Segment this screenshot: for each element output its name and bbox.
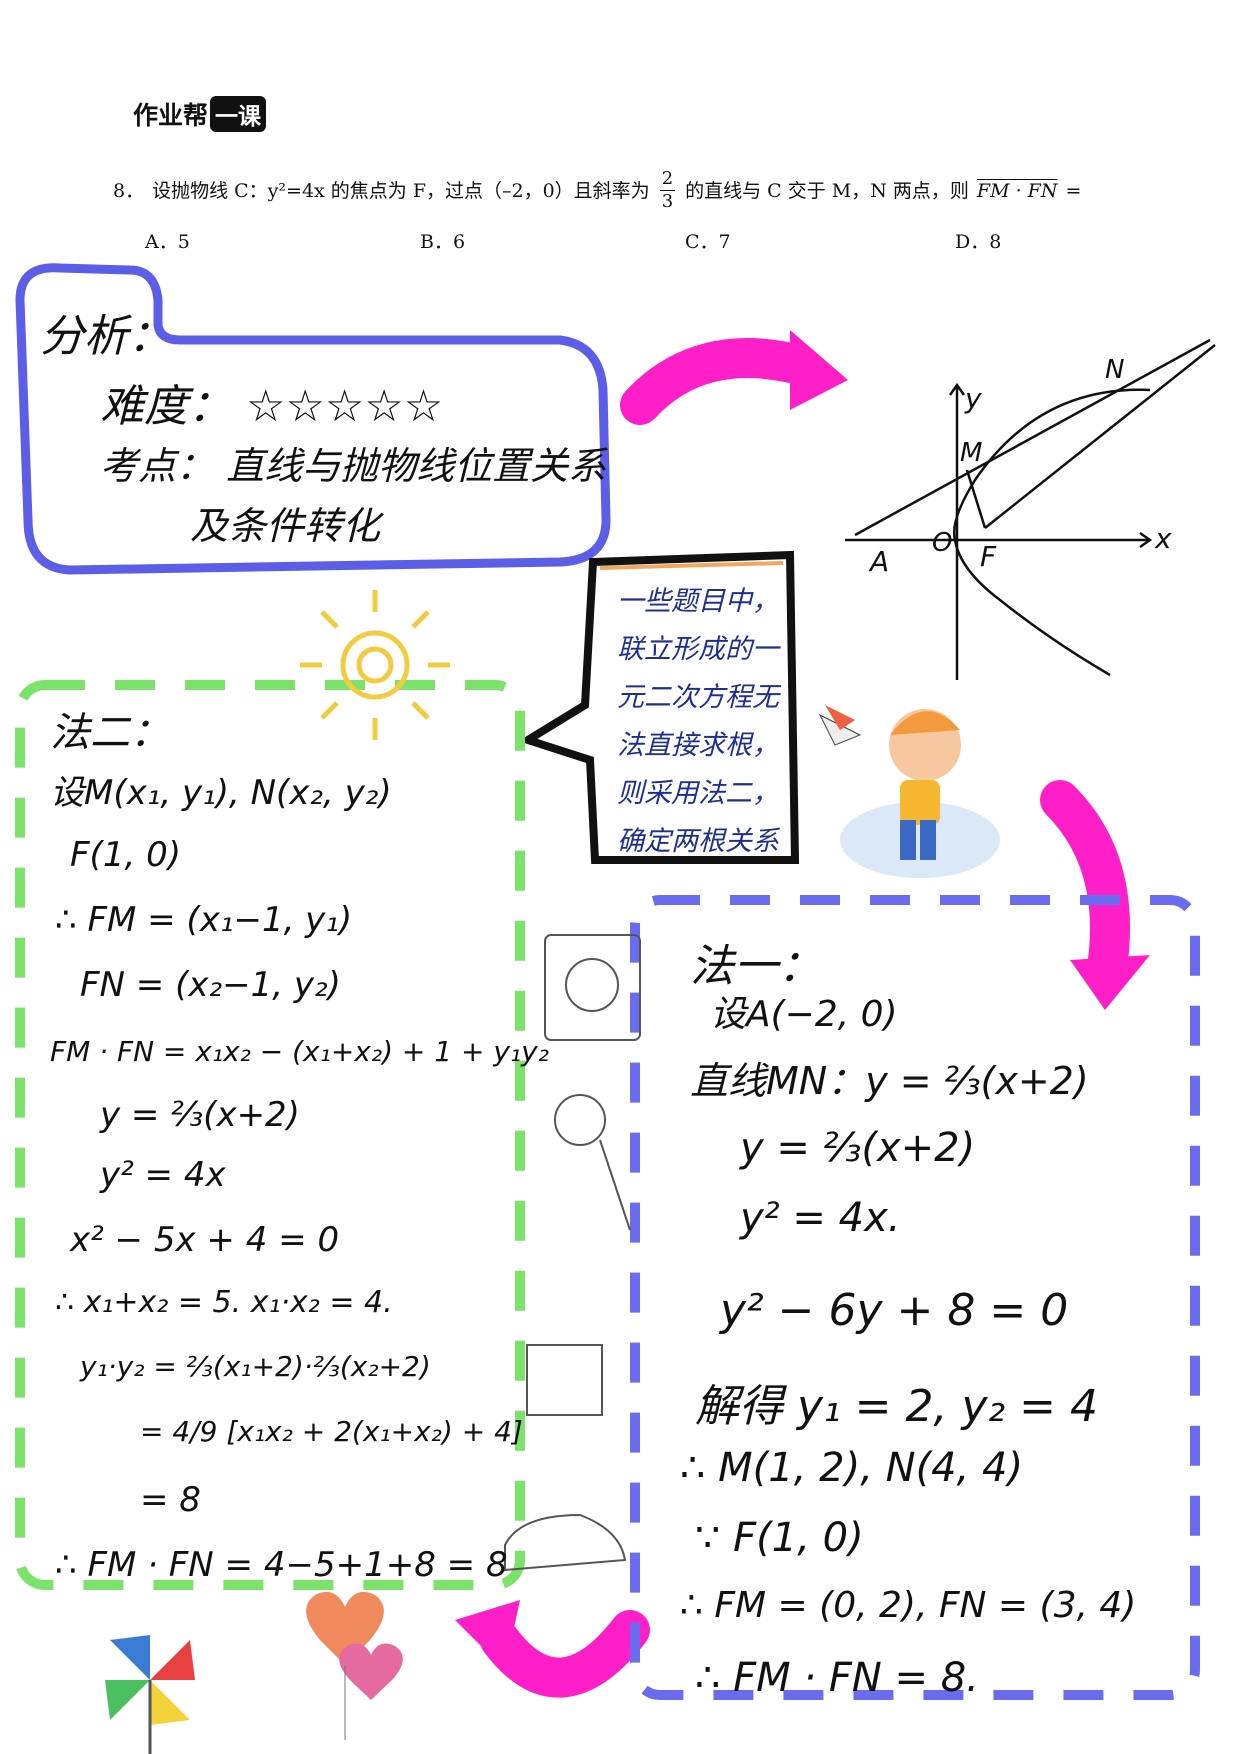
graph-label-n: N: [1105, 355, 1125, 385]
method2-line: y = ⅔(x+2): [100, 1095, 300, 1135]
graph-label-m: M: [960, 438, 983, 468]
method1-line: ∵ F(1, 0): [695, 1515, 864, 1561]
method2-line: ∴ FM · FN = 4−5+1+8 = 8: [55, 1545, 508, 1585]
bubble-line: 则采用法二，: [617, 778, 779, 809]
method1-line: ∴ FM = (0, 2), FN = (3, 4): [680, 1585, 1137, 1626]
difficulty-stars: ☆☆☆☆☆: [246, 381, 444, 432]
question-number: 8．: [113, 179, 145, 202]
method2-line: FN = (x₂−1, y₂): [80, 965, 341, 1005]
bubble-line: 联立形成的一: [617, 634, 779, 665]
sun-doodle: [300, 590, 450, 740]
doodle-column: [504, 934, 641, 1572]
graph-label-origin: O: [932, 528, 953, 558]
question-text-a: 设抛物线 C：y²=4x 的焦点为 F，过点（–2，0）且斜率为: [152, 179, 650, 202]
arrow-bottom-head: [455, 1600, 520, 1670]
arrow-right: [1040, 780, 1130, 980]
brand-name: 作业帮: [133, 101, 209, 130]
method1-line: 直线MN：y = ⅔(x+2): [690, 1059, 1089, 1103]
method2-line: ∴ FM = (x₁−1, y₁): [55, 900, 353, 940]
option-a: A．5: [145, 231, 190, 253]
pinwheel-doodle: [105, 1635, 195, 1754]
method1-line: y² = 4x.: [740, 1195, 901, 1241]
arrow-top-head: [790, 330, 848, 410]
graph-label-f: F: [980, 540, 997, 573]
dot-product-expression: FM · FN: [976, 179, 1058, 202]
question-text: 8． 设抛物线 C：y²=4x 的焦点为 F，过点（–2，0）且斜率为 2 3 …: [113, 168, 1193, 213]
option-c: C．7: [685, 231, 731, 253]
heart-balloons-doodle: [306, 1591, 403, 1740]
bubble-text: 一些题目中， 联立形成的一 元二次方程无 法直接求根， 则采用法二， 确定两根关…: [598, 578, 798, 866]
method2-line: x² − 5x + 4 = 0: [70, 1220, 340, 1260]
method1-line: y = ⅔(x+2): [740, 1125, 976, 1171]
bubble-line: 确定两根关系: [617, 826, 779, 857]
method2-line: ∴ x₁+x₂ = 5. x₁·x₂ = 4.: [55, 1285, 393, 1320]
arrow-bottom: [480, 1610, 650, 1698]
method1-line: ∴ M(1, 2), N(4, 4): [680, 1445, 1024, 1491]
graph-label-x: x: [1155, 522, 1172, 555]
method1-line: 解得 y₁ = 2, y₂ = 4: [695, 1381, 1098, 1432]
method2-line: y² = 4x: [100, 1155, 226, 1195]
method2-line: FM · FN = x₁x₂ − (x₁+x₂) + 1 + y₁y₂: [50, 1035, 549, 1068]
bubble-line: 一些题目中，: [617, 586, 779, 617]
method2-line: y₁·y₂ = ⅔(x₁+2)·⅔(x₂+2): [80, 1350, 431, 1383]
method1-line: ∴ FM · FN = 8.: [695, 1655, 979, 1701]
analysis-title: 分析：: [40, 311, 172, 362]
topic-line2: 及条件转化: [190, 504, 381, 548]
topic-row: 考点： 直线与抛物线位置关系: [100, 435, 606, 490]
method2-line: = 8: [140, 1480, 201, 1520]
topic-label: 考点：: [100, 444, 215, 488]
analysis-box: [15, 263, 611, 575]
difficulty-label: 难度：: [100, 381, 232, 432]
method2-title: 法二：: [50, 710, 170, 756]
method2-line: F(1, 0): [70, 835, 181, 875]
difficulty-row: 难度： ☆☆☆☆☆: [100, 370, 443, 434]
slope-fraction: 2 3: [659, 168, 676, 213]
method1-line: y² − 6y + 8 = 0: [720, 1285, 1069, 1336]
method2-line: = 4/9 [x₁x₂ + 2(x₁+x₂) + 4]: [140, 1415, 523, 1448]
method1-box: [630, 895, 1200, 1700]
method1-title: 法一：: [690, 941, 822, 992]
topic-line1: 直线与抛物线位置关系: [226, 444, 607, 488]
question-equals: =: [1065, 179, 1082, 202]
slope-numerator: 2: [659, 168, 676, 191]
graph-label-a: A: [870, 545, 890, 578]
question-text-b: 的直线与 C 交于 M，N 两点，则: [685, 179, 969, 202]
brand-logo: 作业帮 一课: [133, 96, 267, 132]
brand-tag: 一课: [210, 96, 267, 132]
graph-label-y: y: [965, 382, 982, 415]
boy-on-cloud-illustration: [818, 705, 1000, 878]
method1-line: 设A(−2, 0): [710, 994, 898, 1035]
bubble-line: 元二次方程无: [617, 682, 779, 713]
speech-bubble: [518, 550, 800, 864]
slope-denominator: 3: [661, 191, 674, 212]
method2-line: 设M(x₁, y₁), N(x₂, y₂): [50, 773, 392, 813]
method2-box: [15, 680, 525, 1590]
bubble-line: 法直接求根，: [617, 730, 779, 761]
option-b: B．6: [420, 231, 466, 253]
option-d: D．8: [955, 231, 1002, 253]
arrow-right-head: [1070, 955, 1150, 1010]
parabola-graph: [845, 338, 1216, 680]
arrow-top: [620, 338, 820, 425]
